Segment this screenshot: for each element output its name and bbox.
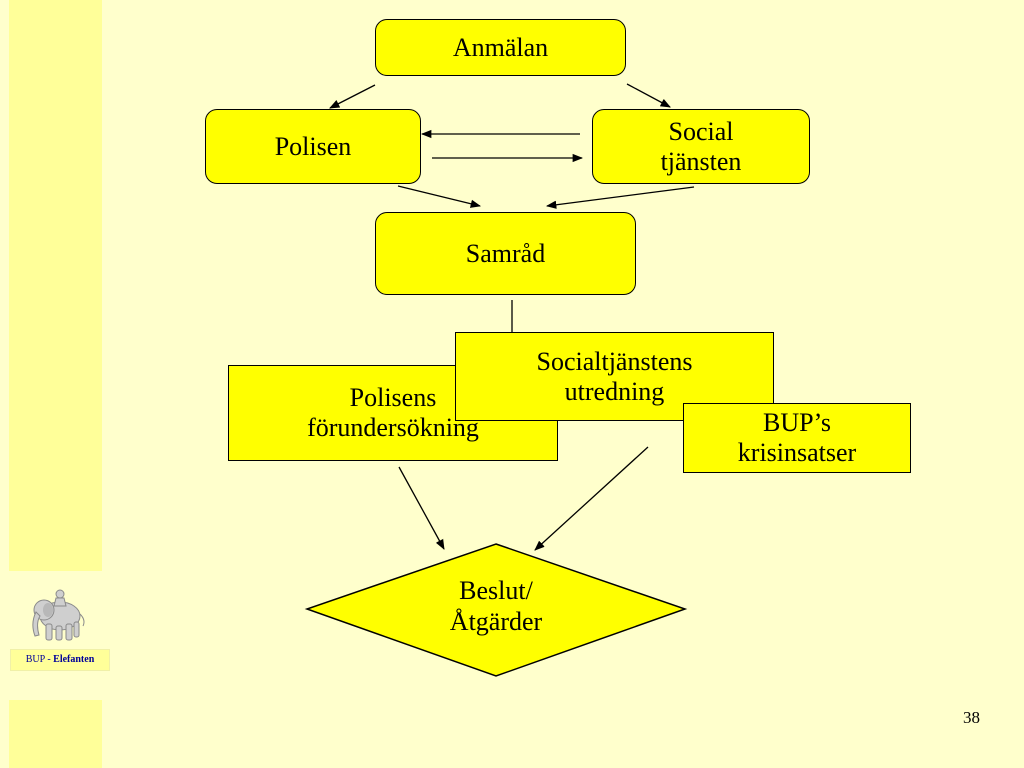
page-number: 38	[963, 708, 980, 727]
logo-caption: BUP - Elefanten	[10, 649, 110, 671]
elephant-icon	[32, 589, 85, 641]
node-samrad: Samråd	[375, 212, 636, 295]
arrow-anmalan-polisen	[329, 84, 376, 109]
beslut-diamond	[304, 543, 688, 677]
arrow-utredning-beslut	[534, 446, 649, 551]
arrow-social-samrad	[545, 186, 695, 209]
node-anmalan: Anmälan	[375, 19, 626, 76]
sidebar-top-bar	[9, 0, 102, 571]
sidebar-bottom-bar	[9, 700, 102, 768]
node-beslut-label: Beslut/Åtgärder	[449, 576, 543, 636]
arrow-polisen-samrad	[397, 185, 482, 208]
arrow-polisens-beslut	[398, 466, 445, 550]
arrow-anmalan-social	[626, 83, 671, 108]
node-polisen: Polisen	[205, 109, 421, 184]
